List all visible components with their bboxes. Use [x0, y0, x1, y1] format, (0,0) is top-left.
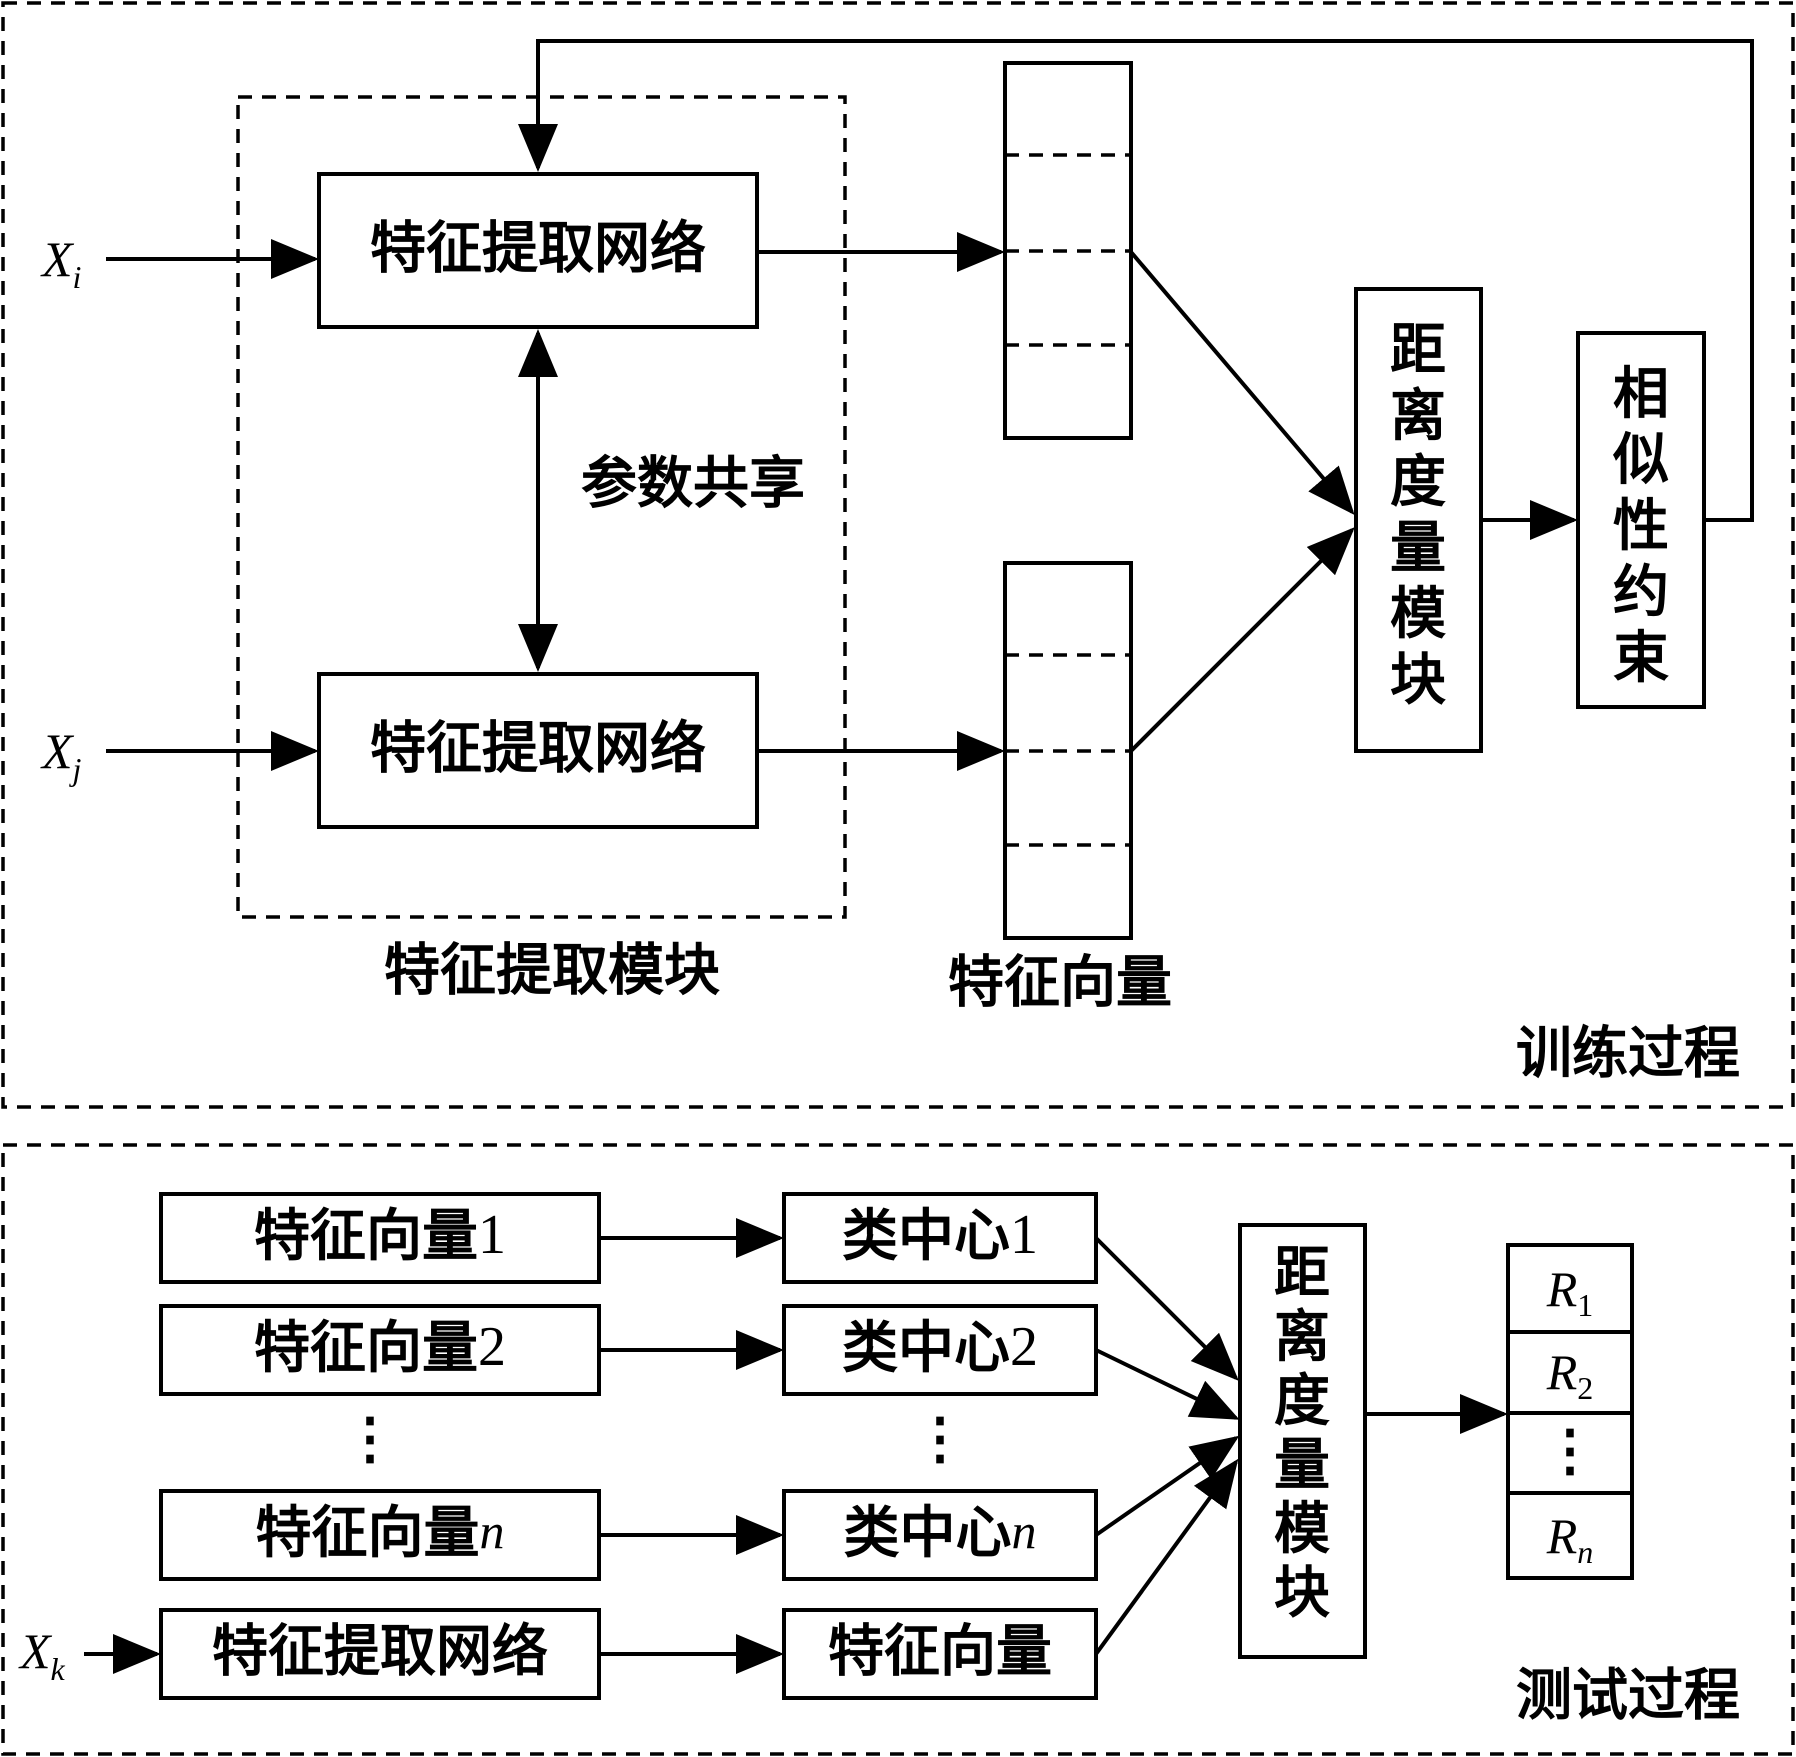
- feature-network-top: 特征提取网络: [317, 172, 759, 329]
- similarity-constraint-label: 相似性约束: [1612, 361, 1669, 691]
- feature-vector-label: 特征向量: [948, 950, 1172, 1016]
- distance-module-train-label: 距离度量模块: [1390, 317, 1446, 713]
- distance-module-test-label: 距离度量模块: [1274, 1240, 1330, 1626]
- feature-vector-top: [1003, 61, 1133, 440]
- test-row-1: 特征向量1 类中心1: [159, 1192, 1098, 1284]
- distance-module-test: 距离度量模块: [1238, 1223, 1367, 1659]
- test-section-border: [1, 1143, 1795, 1756]
- distance-module-train: 距离度量模块: [1354, 287, 1483, 753]
- test-section: 特征向量1 类中心1 特征向量2 类中心2 ⋮ ⋮ 特征向量n 类中心n Xk: [1, 1143, 1795, 1756]
- param-share-label: 参数共享: [581, 451, 805, 517]
- result-r2: R2: [1546, 1344, 1594, 1406]
- test-center-ellipsis: ⋮: [912, 1406, 968, 1472]
- feature-module-label: 特征提取模块: [384, 938, 720, 1004]
- test-query-row: Xk 特征提取网络 特征向量: [18, 1608, 1098, 1700]
- result-rn: Rn: [1546, 1508, 1594, 1570]
- test-row-1-vector-label: 特征向量1: [254, 1203, 506, 1269]
- input-xj-symbol: Xj: [40, 723, 82, 787]
- test-query-vector-label: 特征向量: [828, 1619, 1052, 1685]
- feature-extraction-module-border: [236, 95, 847, 919]
- test-row-2-vector-label: 特征向量2: [254, 1315, 506, 1381]
- test-row-2: 特征向量2 类中心2: [159, 1304, 1098, 1396]
- test-row-2-center-label: 类中心2: [842, 1315, 1038, 1381]
- feature-network-bottom: 特征提取网络: [317, 672, 759, 829]
- center-1-to-distance-arrow: [1094, 1236, 1239, 1381]
- input-xj: Xj: [40, 723, 82, 787]
- input-xi: Xi: [40, 231, 81, 295]
- similarity-constraint: 相似性约束: [1576, 331, 1706, 709]
- test-section-label: 测试过程: [1516, 1663, 1740, 1729]
- input-xi-symbol: Xi: [40, 231, 81, 295]
- test-row-1-center-label: 类中心1: [842, 1203, 1038, 1269]
- feature-network-top-label: 特征提取网络: [370, 216, 706, 282]
- test-row-n-center-label: 类中心n: [844, 1500, 1037, 1566]
- result-r1: R1: [1546, 1261, 1594, 1323]
- vector-top-to-distance-arrow: [1129, 250, 1355, 516]
- center-2-to-distance-arrow: [1095, 1348, 1240, 1420]
- test-network-label: 特征提取网络: [212, 1619, 548, 1685]
- training-section: 特征提取网络 特征提取网络 参数共享 特征提取模块 Xi Xj: [1, 1, 1795, 1109]
- query-vector-to-distance-arrow: [1094, 1458, 1239, 1656]
- training-section-label: 训练过程: [1516, 1021, 1740, 1087]
- feature-vector-bottom: [1003, 561, 1133, 940]
- training-section-border: [1, 1, 1795, 1109]
- result-ellipsis: ⋮: [1542, 1418, 1598, 1484]
- center-n-to-distance-arrow: [1094, 1435, 1240, 1537]
- test-row-n-vector-label: 特征向量n: [256, 1500, 505, 1566]
- test-row-n: 特征向量n 类中心n: [159, 1489, 1098, 1581]
- results-column: R1 R2 ⋮ Rn: [1506, 1243, 1634, 1580]
- feature-network-bottom-label: 特征提取网络: [370, 716, 706, 782]
- test-vector-ellipsis: ⋮: [342, 1406, 398, 1472]
- vector-bottom-to-distance-arrow: [1129, 527, 1355, 753]
- input-xk-symbol: Xk: [18, 1623, 66, 1687]
- feedback-loop-arrow: [518, 39, 1754, 522]
